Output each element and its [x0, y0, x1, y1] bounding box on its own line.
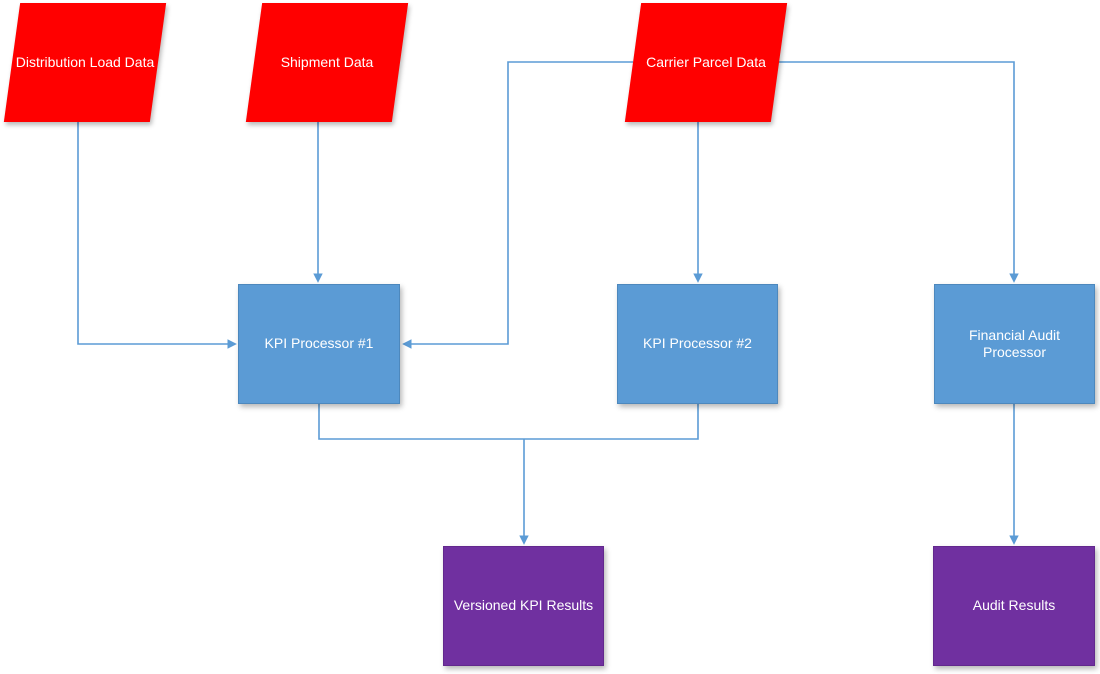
node-label: Versioned KPI Results: [453, 597, 594, 614]
node-label: Distribution Load Data: [15, 53, 155, 70]
node-label: KPI Processor #1: [264, 335, 374, 352]
edge-distribution-to-kpi1: [77, 122, 237, 349]
node-kpi-processor-2: KPI Processor #2: [617, 284, 778, 404]
edge-carrier-to-kpi1: [402, 61, 633, 349]
node-carrier-parcel-data: Carrier Parcel Data: [624, 3, 788, 122]
node-label: Financial Audit Processor: [968, 326, 1061, 361]
node-kpi-processor-1: KPI Processor #1: [238, 284, 400, 404]
node-shipment-data: Shipment Data: [245, 3, 409, 122]
node-audit-results: Audit Results: [933, 546, 1095, 666]
node-label: KPI Processor #2: [643, 335, 752, 352]
node-label: Audit Results: [972, 597, 1056, 614]
edge-kpi1-kpi2-merge: [318, 404, 699, 440]
node-versioned-kpi-results: Versioned KPI Results: [443, 546, 604, 666]
node-distribution-load-data: Distribution Load Data: [3, 3, 167, 122]
node-label: Carrier Parcel Data: [646, 53, 766, 70]
edge-carrier-to-financial-audit: [779, 61, 1019, 283]
node-label: Shipment Data: [280, 53, 374, 70]
node-financial-audit-processor: Financial Audit Processor: [934, 284, 1095, 404]
